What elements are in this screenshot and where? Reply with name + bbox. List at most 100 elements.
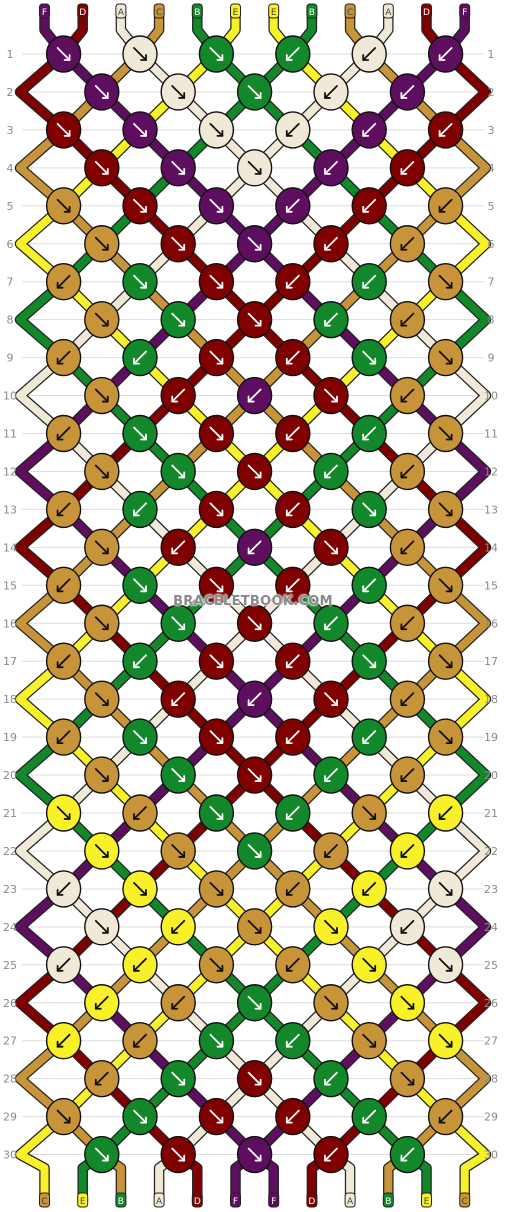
- knot: [160, 984, 196, 1022]
- knot: [45, 338, 82, 377]
- knot-arrow: [94, 995, 109, 1010]
- knot-arrow: [171, 160, 186, 175]
- knot-arrow: [94, 464, 109, 479]
- knot: [45, 1021, 82, 1060]
- knot-arrowhead: [140, 1116, 147, 1124]
- knot-arrow: [362, 578, 377, 593]
- knot-arrowhead: [216, 1040, 224, 1048]
- string-tag-top: [230, 3, 241, 19]
- knot-arrowhead: [63, 54, 71, 61]
- knot-arrow: [247, 85, 262, 99]
- knot-arrowhead: [400, 926, 408, 934]
- row-number: 14: [3, 541, 17, 554]
- knot-arrowhead: [362, 889, 370, 896]
- row-number: 14: [484, 541, 498, 554]
- knot-arrowhead: [445, 281, 453, 289]
- knot-arrow: [209, 1109, 224, 1124]
- knot: [275, 870, 311, 908]
- knot: [389, 1135, 426, 1174]
- knot-arrowhead: [216, 1116, 224, 1124]
- knot-arrow: [324, 540, 338, 555]
- knot-arrowhead: [216, 433, 224, 441]
- knot-arrow: [285, 578, 300, 593]
- knot: [351, 490, 387, 529]
- string-letter-bottom: E: [424, 1197, 430, 1207]
- knot: [122, 263, 158, 301]
- knot-arrow: [324, 768, 338, 782]
- knot: [122, 338, 158, 377]
- row-number: 4: [7, 162, 14, 175]
- knot: [45, 414, 82, 453]
- knot-arrowhead: [140, 205, 147, 213]
- string-tag-bottom: [421, 1192, 432, 1208]
- knot: [84, 756, 120, 794]
- knot-arrow: [56, 957, 71, 972]
- knot-arrowhead: [362, 129, 370, 137]
- knot-arrowhead: [324, 92, 331, 99]
- knot: [45, 946, 82, 984]
- knot: [84, 452, 120, 491]
- knot-arrow: [400, 312, 415, 327]
- string-letter-bottom: F: [233, 1197, 238, 1207]
- knot-arrow: [285, 502, 300, 517]
- knot: [427, 870, 464, 908]
- knot-arrowhead: [362, 433, 370, 441]
- knot: [275, 338, 311, 377]
- knot-arrowhead: [285, 585, 293, 593]
- knot: [236, 376, 273, 415]
- thread: [16, 8, 490, 1202]
- watermark: BRACELETBOOK.COM: [173, 594, 333, 609]
- knot-arrowhead: [216, 737, 224, 744]
- knot: [198, 718, 235, 756]
- knot-arrow: [133, 806, 147, 820]
- knot-arrowhead: [216, 585, 224, 593]
- knot-arrowhead: [285, 433, 293, 441]
- knot: [427, 111, 464, 149]
- knot: [389, 604, 426, 642]
- knot-arrow: [438, 882, 453, 896]
- knot-arrowhead: [331, 699, 338, 707]
- knot: [427, 946, 464, 984]
- knot-arrowhead: [445, 357, 453, 365]
- knot-arrow: [209, 47, 224, 61]
- knot: [427, 490, 464, 529]
- knot-arrowhead: [407, 1078, 415, 1086]
- knot-arrow: [362, 882, 377, 896]
- row-number: 8: [488, 314, 495, 327]
- row-number: 8: [7, 314, 14, 327]
- knot-arrowhead: [445, 964, 453, 972]
- knot: [427, 1021, 464, 1060]
- thread: [16, 8, 490, 1202]
- knot: [313, 832, 349, 870]
- knot-arrow: [438, 502, 453, 517]
- thread: [16, 8, 490, 1202]
- row-number: 16: [484, 617, 498, 630]
- knot: [198, 946, 235, 984]
- knot-arrow: [362, 47, 377, 61]
- knot: [84, 604, 120, 642]
- knot: [427, 718, 464, 756]
- knot-arrow: [285, 1033, 300, 1048]
- knot-arrow: [94, 844, 109, 858]
- knot: [122, 794, 158, 832]
- knot-arrow: [133, 274, 147, 289]
- knot-arrow: [362, 274, 377, 289]
- knot-arrow: [400, 1071, 415, 1086]
- knot: [84, 1059, 120, 1098]
- knot-arrow: [362, 123, 377, 137]
- knot-arrowhead: [438, 813, 446, 820]
- knot: [389, 225, 426, 263]
- knot-arrow: [324, 1147, 338, 1162]
- knot: [160, 680, 196, 718]
- knot-arrowhead: [331, 1002, 338, 1010]
- knot: [351, 111, 387, 149]
- knot-arrow: [362, 957, 377, 972]
- thread: [16, 8, 490, 1202]
- knot-arrow: [362, 654, 377, 669]
- knot-arrowhead: [254, 926, 262, 934]
- knot-arrow: [247, 160, 262, 175]
- row-number: 15: [484, 579, 498, 592]
- string-tag-bottom: [77, 1192, 89, 1208]
- knot-arrow: [171, 919, 186, 934]
- knot: [45, 187, 82, 225]
